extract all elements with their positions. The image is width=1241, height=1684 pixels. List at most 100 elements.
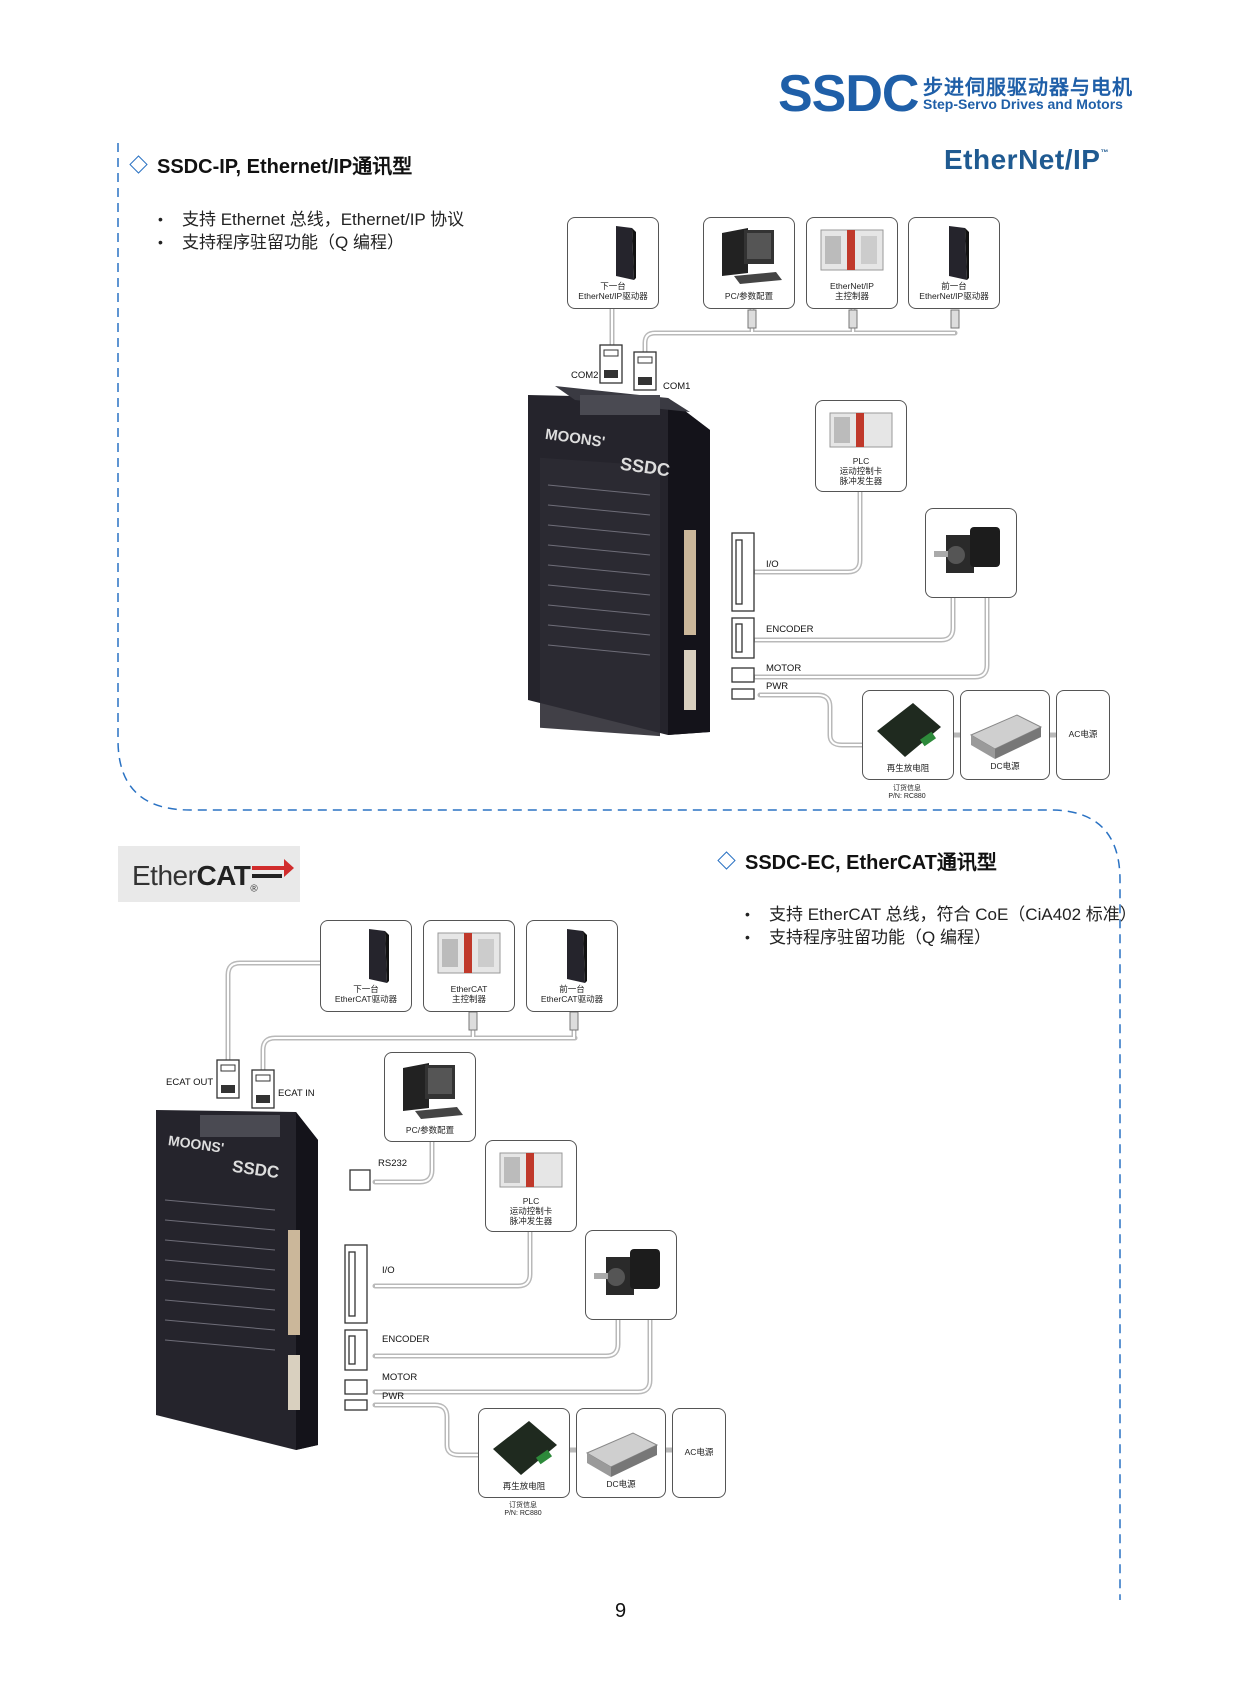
ethercat-logo: EtherCAT® (118, 846, 300, 902)
connector-icons (344, 1169, 371, 1411)
brand-tagline-en: Step-Servo Drives and Motors (923, 96, 1123, 112)
page-number: 9 (614, 1600, 627, 1622)
caption-line: PLC (522, 1196, 540, 1206)
pc-icon (722, 228, 782, 284)
caption-line: 前一台 (559, 984, 585, 994)
caption-line: EtherNet/IP (830, 281, 874, 291)
box-pc-config: PC/参数配置 (384, 1052, 476, 1142)
caption-line: 再生放电阻 (502, 1481, 546, 1491)
rj45-plug-icon (599, 344, 657, 391)
box-dc-power: DC电源 (960, 690, 1050, 780)
caption-line: PC/参数配置 (405, 1125, 455, 1135)
drive-icon (369, 929, 389, 983)
port-label-rs232: RS232 (378, 1158, 408, 1169)
feature-item: 支持程序驻留功能（Q 编程） (158, 231, 464, 254)
caption-line: 运动控制卡 (839, 466, 883, 476)
port-label-ecat-in: ECAT IN (278, 1088, 315, 1099)
port-label-ecat-out: ECAT OUT (166, 1077, 214, 1088)
box-stepper-motor (925, 508, 1017, 598)
ethercat-arrow-icon (252, 859, 294, 878)
drive-icon (949, 226, 969, 280)
port-label-io: I/O (766, 559, 779, 570)
feature-item: 支持 Ethernet 总线，Ethernet/IP 协议 (158, 208, 464, 231)
port-label-motor: MOTOR (766, 663, 802, 674)
caption-line: EtherCAT驱动器 (540, 994, 604, 1004)
power-supply-icon (969, 714, 1043, 759)
port-label-pwr: PWR (382, 1391, 405, 1402)
plc-controller-icon (437, 932, 501, 974)
ssdc-ec-drive-image (156, 1110, 318, 1450)
caption-line: 前一台 (941, 281, 967, 291)
caption-line: AC电源 (684, 1447, 714, 1457)
motor-icon (594, 1249, 660, 1295)
ethernet-ip-logo: EtherNet/IP™ (944, 144, 1109, 175)
port-label-io: I/O (382, 1265, 395, 1276)
box-ac-power: AC电源 (672, 1408, 726, 1498)
diamond-bullet-icon (717, 851, 736, 870)
brand-logo: SSDC (778, 65, 919, 123)
port-label-motor: MOTOR (382, 1372, 418, 1383)
box-dc-power: DC电源 (576, 1408, 666, 1498)
plc-controller-icon (829, 412, 893, 448)
pc-icon (403, 1063, 463, 1119)
section-ec-title: SSDC-EC, EtherCAT通讯型 (717, 846, 997, 875)
plc-controller-icon (499, 1152, 563, 1188)
caption-line: 运动控制卡 (509, 1206, 553, 1216)
caption-line: 脉冲发生器 (509, 1216, 553, 1226)
caption-line: EtherCAT驱动器 (334, 994, 398, 1004)
port-label-pwr: PWR (766, 681, 789, 692)
caption-line: EtherCAT (450, 984, 488, 994)
caption-line: PLC (852, 456, 870, 466)
port-label-encoder: ENCODER (382, 1334, 430, 1345)
drive-icon (567, 929, 587, 983)
ssdc-ip-drive-image (528, 386, 710, 737)
box-stepper-motor (585, 1230, 677, 1320)
caption-line: 再生放电阻 (886, 763, 930, 773)
caption-line: 主控制器 (834, 291, 869, 301)
rj45-plug-icon (216, 1059, 275, 1109)
motor-icon (934, 527, 1000, 573)
caption-line: 主控制器 (451, 994, 486, 1004)
section-ip-features: 支持 Ethernet 总线，Ethernet/IP 协议 支持程序驻留功能（Q… (158, 208, 464, 254)
connector-icons (731, 532, 755, 700)
power-supply-icon (585, 1432, 659, 1477)
caption-line: EtherNet/IP驱动器 (919, 291, 989, 301)
caption-line: AC电源 (1068, 729, 1098, 739)
box-pc-config: PC/参数配置 (703, 217, 795, 309)
caption-line: DC电源 (606, 1479, 636, 1489)
caption-line: PC/参数配置 (724, 291, 774, 301)
ec-wiring-diagram (156, 960, 676, 1458)
section-ip-title: SSDC-IP, Ethernet/IP通讯型 (129, 150, 412, 179)
caption-line: 下一台 (353, 984, 379, 994)
port-label-com1: COM1 (663, 381, 691, 392)
box-regen-resistor: 再生放电阻 (862, 690, 954, 780)
regen-board-icon (877, 703, 941, 757)
caption-line: EtherNet/IP驱动器 (578, 291, 648, 301)
drive-icon (616, 226, 636, 280)
port-label-com2: COM2 (571, 370, 599, 381)
box-ac-power: AC电源 (1056, 690, 1110, 780)
feature-item: 支持程序驻留功能（Q 编程） (745, 926, 1137, 949)
caption-line: 脉冲发生器 (839, 476, 883, 486)
caption-line: 下一台 (600, 281, 626, 291)
section-ec-features: 支持 EtherCAT 总线，符合 CoE（CiA402 标准） 支持程序驻留功… (745, 903, 1137, 949)
regen-board-icon (493, 1421, 557, 1475)
feature-item: 支持 EtherCAT 总线，符合 CoE（CiA402 标准） (745, 903, 1137, 926)
brand-tagline-cn: 步进伺服驱动器与电机 (923, 77, 1133, 99)
port-label-encoder: ENCODER (766, 624, 814, 635)
ip-wiring-diagram (528, 304, 1058, 748)
box-regen-resistor: 再生放电阻 (478, 1408, 570, 1498)
plc-controller-icon (820, 229, 884, 271)
caption-line: DC电源 (990, 761, 1020, 771)
